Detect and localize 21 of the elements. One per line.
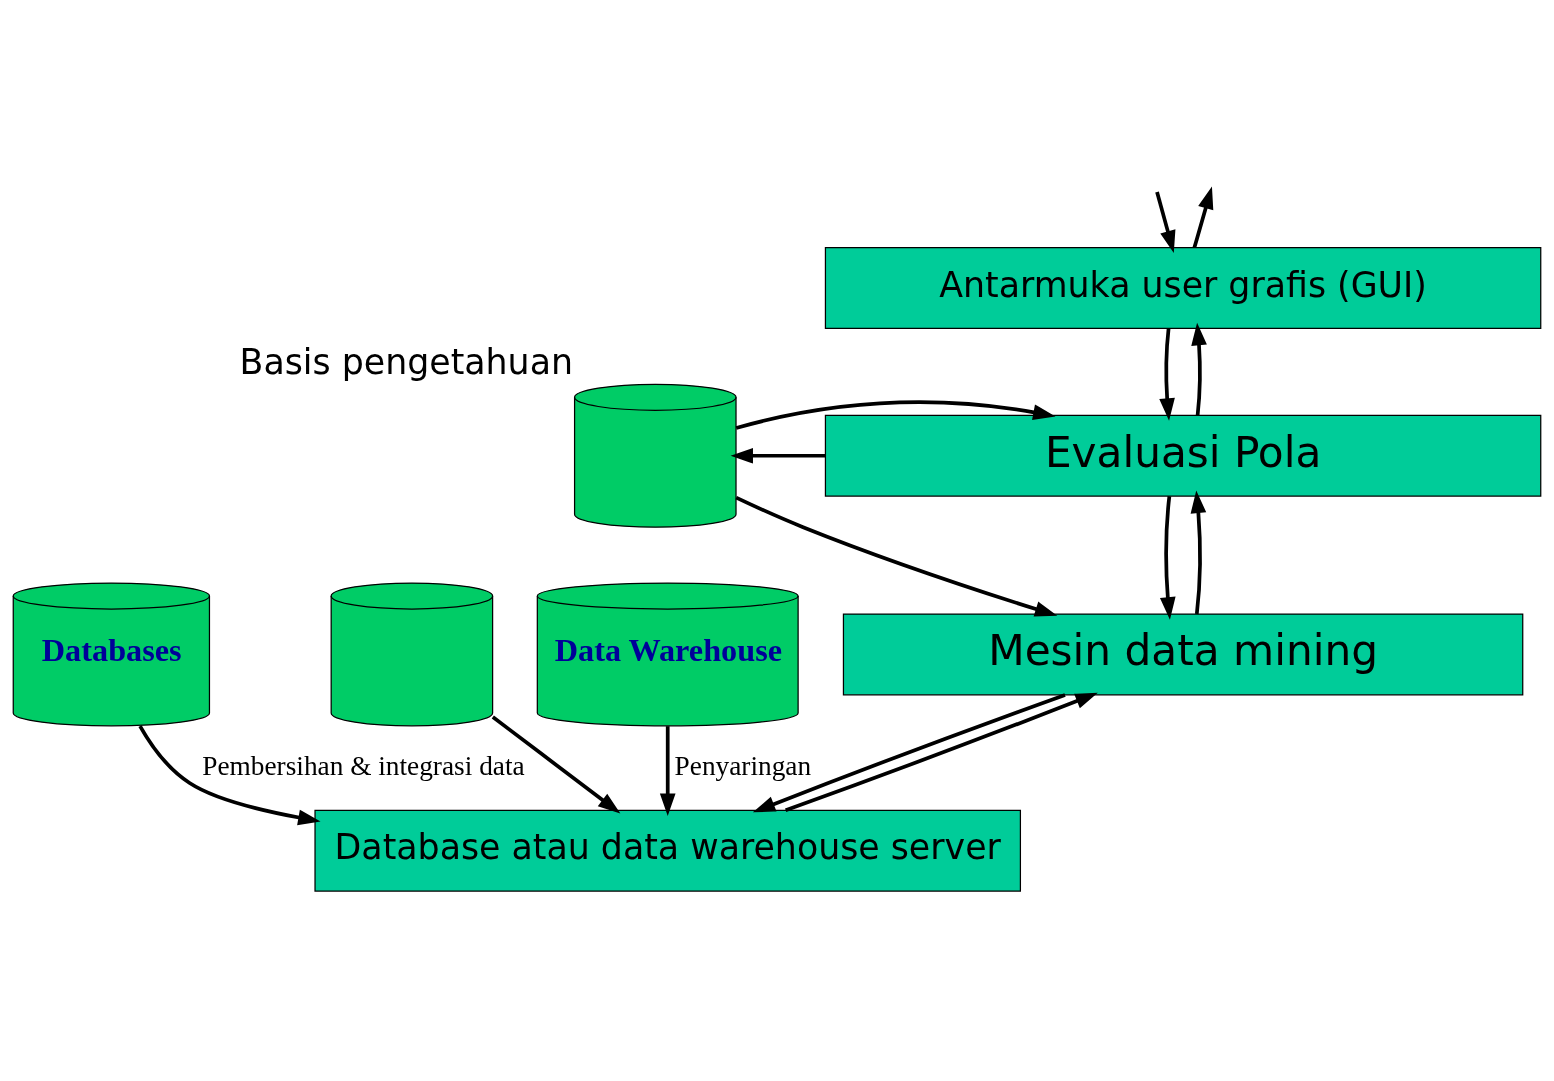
arrow <box>785 692 1098 812</box>
arrow <box>730 447 826 464</box>
node-box: Database atau data warehouse server <box>314 809 1022 892</box>
node-box: Mesin data mining <box>842 613 1524 695</box>
arrow <box>138 724 321 825</box>
arrow <box>491 715 621 814</box>
arrow <box>1192 186 1214 248</box>
arrow <box>1159 327 1175 421</box>
node-box: Evaluasi Pola <box>824 414 1542 497</box>
arrow <box>659 725 676 816</box>
arrow <box>1159 495 1176 620</box>
arrow <box>735 399 1056 430</box>
arrow <box>1155 190 1176 253</box>
node-label: Basis pengetahuan <box>239 341 573 382</box>
arrow <box>1191 322 1207 415</box>
arrow <box>735 495 1058 617</box>
edge-label: Penyaringan <box>674 750 812 781</box>
arrow <box>752 692 1066 812</box>
edge-label: Pembersihan & integrasi data <box>202 750 525 781</box>
arrow <box>1190 490 1207 614</box>
node-box: Antarmuka user grafis (GUI) <box>824 246 1542 329</box>
